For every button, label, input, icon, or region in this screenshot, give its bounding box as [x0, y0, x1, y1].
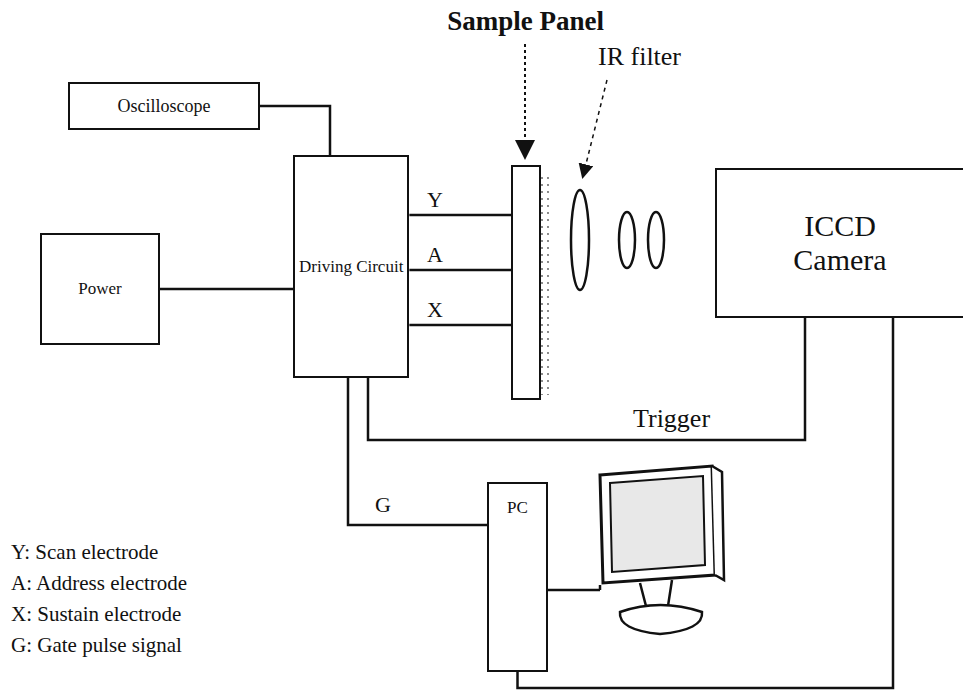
- key-entry: Y: Scan electrode: [8, 540, 161, 565]
- circuit-box: Driving Circuit: [293, 155, 409, 378]
- signal-name: G: [372, 492, 394, 518]
- signal-name: A: [424, 242, 446, 268]
- box-label: ICCD Camera: [761, 205, 919, 282]
- callout-label: IR filter: [595, 42, 684, 72]
- box-label: PC: [503, 494, 532, 522]
- pointer-line: [583, 80, 607, 176]
- power-box: Power: [40, 233, 160, 345]
- instrument-box: Oscilloscope: [68, 82, 260, 130]
- signal-name: Y: [424, 187, 446, 213]
- wire: [409, 214, 511, 217]
- wire: [409, 269, 511, 272]
- lens: [648, 212, 664, 268]
- wire: [348, 378, 487, 525]
- wire: [160, 288, 293, 291]
- monitor-icon: [548, 466, 724, 634]
- pointer-line: [524, 44, 526, 156]
- panel-box: Sample Panel: [511, 165, 541, 400]
- key-entry: X: Sustain electrode: [8, 602, 184, 627]
- panel-texture: [541, 175, 551, 395]
- lens: [571, 190, 589, 290]
- signal-name: X: [424, 297, 446, 323]
- panel-heading: Sample Panel: [447, 6, 604, 37]
- signal-name: Trigger: [630, 404, 713, 434]
- wire: [368, 318, 805, 440]
- box-label: Power: [74, 275, 125, 303]
- key-entry: A: Address electrode: [8, 571, 190, 596]
- key-entry: G: Gate pulse signal: [8, 633, 185, 658]
- computer-box: PC: [487, 482, 548, 672]
- lens: [619, 212, 635, 268]
- box-label: Driving Circuit: [295, 253, 407, 281]
- wire: [518, 318, 894, 688]
- camera-box: ICCD Camera: [715, 168, 963, 318]
- wire: [409, 324, 511, 327]
- wire: [260, 106, 330, 155]
- box-label: Oscilloscope: [114, 92, 215, 121]
